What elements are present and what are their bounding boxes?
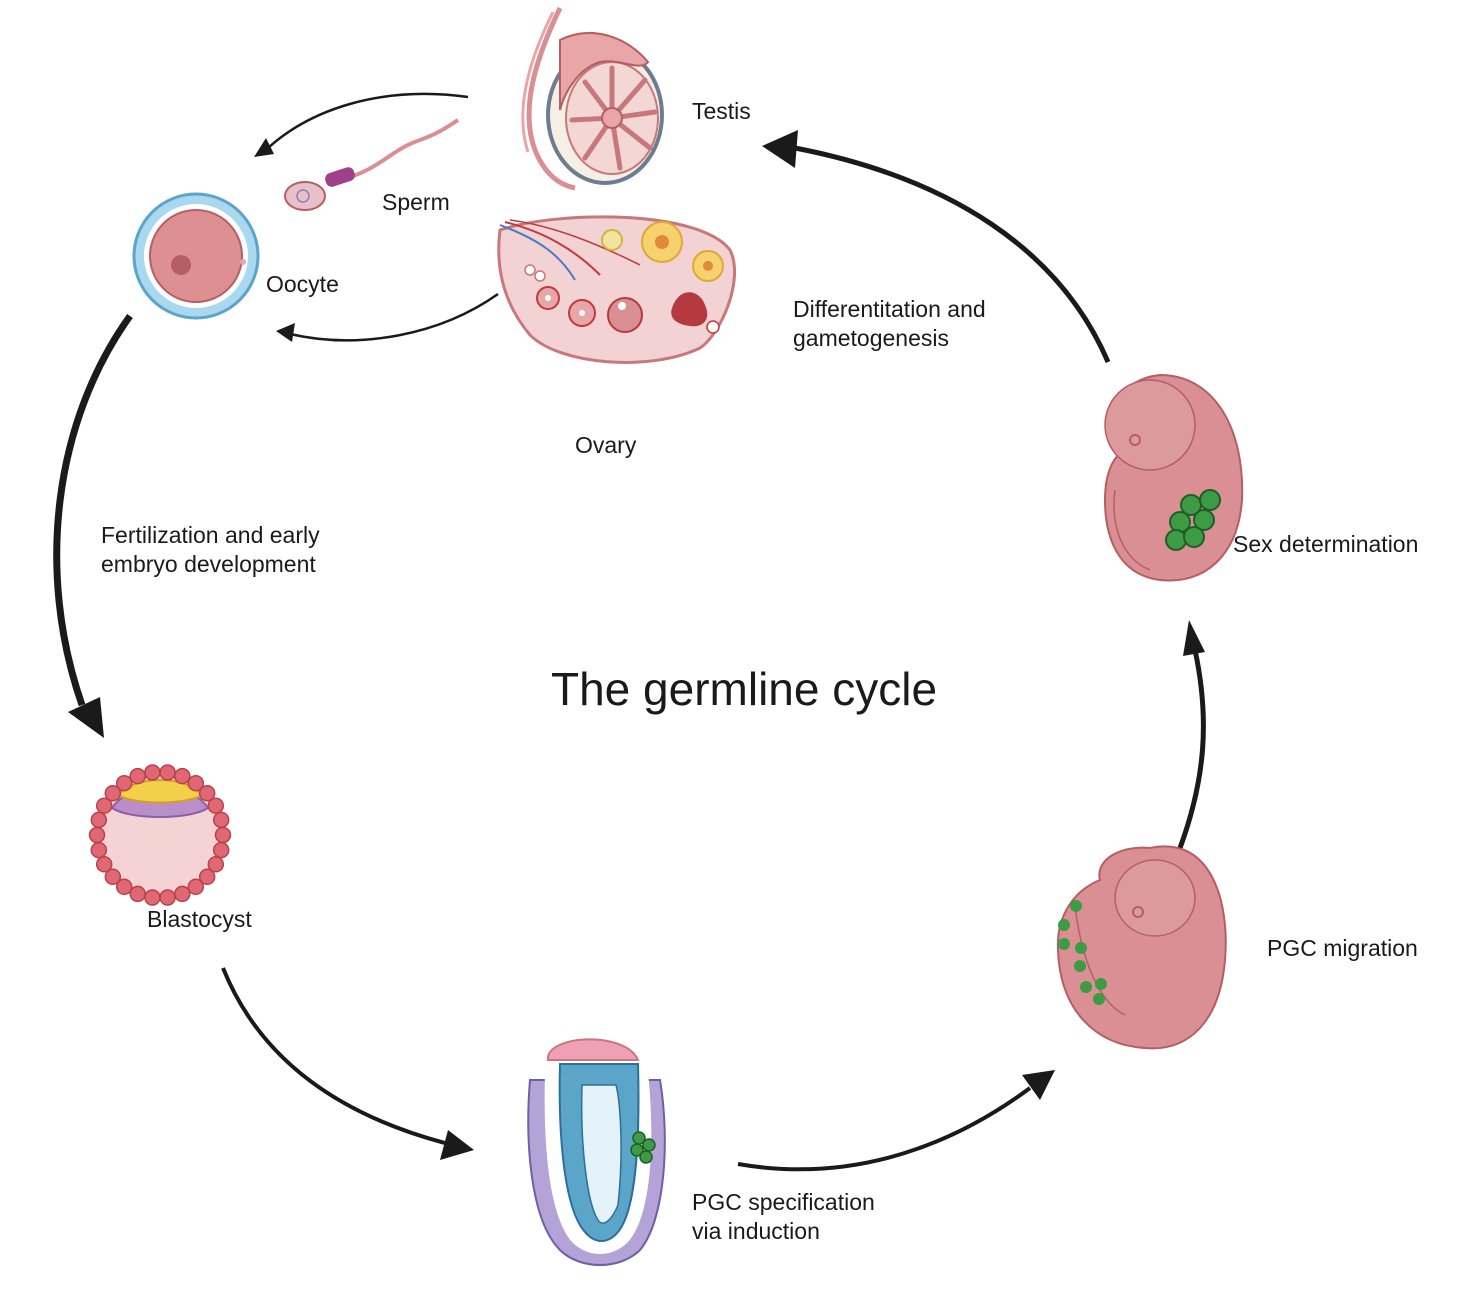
label-sperm: Sperm — [382, 189, 450, 215]
trophectoderm-cell — [174, 767, 191, 785]
trophectoderm-cell — [212, 811, 230, 829]
trophectoderm-cell — [88, 826, 106, 844]
label-testis: Testis — [692, 98, 751, 124]
diagram-title: The germline cycle — [551, 663, 938, 715]
label-fertilization-1: Fertilization and early — [101, 522, 320, 548]
trophectoderm-cell — [115, 774, 133, 792]
trophectoderm-cell — [104, 868, 122, 886]
trophectoderm-cell — [95, 856, 113, 873]
trophectoderm-cell — [212, 841, 230, 859]
embryo-migration-illustration — [1056, 845, 1227, 1050]
trophectoderm-cell — [104, 784, 122, 802]
arrow-sperm — [267, 92, 469, 149]
label-fertilization-2: embryo development — [101, 551, 316, 577]
trophectoderm-cell — [187, 774, 205, 792]
trophectoderm-cell — [90, 811, 108, 829]
label-pgc-migration: PGC migration — [1267, 935, 1418, 961]
trophectoderm-cell — [95, 797, 113, 814]
label-blastocyst: Blastocyst — [147, 906, 252, 932]
cycle-arrows — [53, 92, 1206, 1172]
label-pgc-specification-2: via induction — [692, 1218, 820, 1244]
label-differentiation-1: Differentitation and — [793, 296, 986, 322]
embryo-sexdet-illustration — [1103, 373, 1244, 582]
arrow-migration-sexdet — [1177, 649, 1206, 849]
trophectoderm-cell — [198, 868, 216, 886]
ovary-illustration — [497, 215, 736, 364]
arrowhead-differentiation — [762, 130, 798, 168]
sperm-illustration — [284, 118, 460, 211]
label-differentiation-2: gametogenesis — [793, 325, 949, 351]
label-oocyte: Oocyte — [266, 271, 339, 297]
arrowhead-ovary-oocyte — [276, 323, 295, 342]
blastocyst-illustration — [88, 764, 232, 906]
trophectoderm-cell — [214, 826, 232, 844]
arrow-blastocyst-gastrula — [221, 967, 446, 1145]
trophectoderm-cell — [198, 784, 216, 802]
arrow-fertilization — [53, 313, 133, 707]
trophectoderm-cell — [129, 885, 146, 903]
arrowhead-blastocyst-gastrula — [440, 1130, 474, 1160]
trophectoderm-cell — [90, 841, 108, 859]
trophectoderm-cell — [187, 878, 205, 896]
trophectoderm-cell — [207, 797, 225, 814]
trophectoderm-cell — [159, 889, 176, 906]
arrow-differentiation — [794, 145, 1111, 363]
trophectoderm-cell — [144, 764, 161, 781]
arrowhead-migration-sexdet — [1183, 620, 1205, 656]
testis-illustration — [521, 6, 664, 191]
trophectoderm-cell — [207, 856, 225, 873]
arrowhead-gastrula-migration — [1022, 1070, 1055, 1100]
arrowhead-fertilization — [68, 697, 104, 738]
trophectoderm-cell — [129, 767, 146, 785]
trophectoderm-cell — [174, 885, 191, 903]
trophectoderm-cell — [159, 764, 176, 781]
arrow-gastrula-migration — [737, 1086, 1032, 1172]
oocyte-illustration — [132, 192, 260, 320]
trophectoderm-cell — [115, 878, 133, 896]
gastrula-illustration — [527, 1038, 666, 1266]
trophectoderm-cell — [144, 889, 161, 906]
arrow-ovary-oocyte — [289, 292, 499, 342]
arrowhead-sperm — [254, 138, 274, 157]
label-sex-determination: Sex determination — [1233, 531, 1419, 557]
label-ovary: Ovary — [575, 432, 637, 458]
label-pgc-specification-1: PGC specification — [692, 1189, 875, 1215]
